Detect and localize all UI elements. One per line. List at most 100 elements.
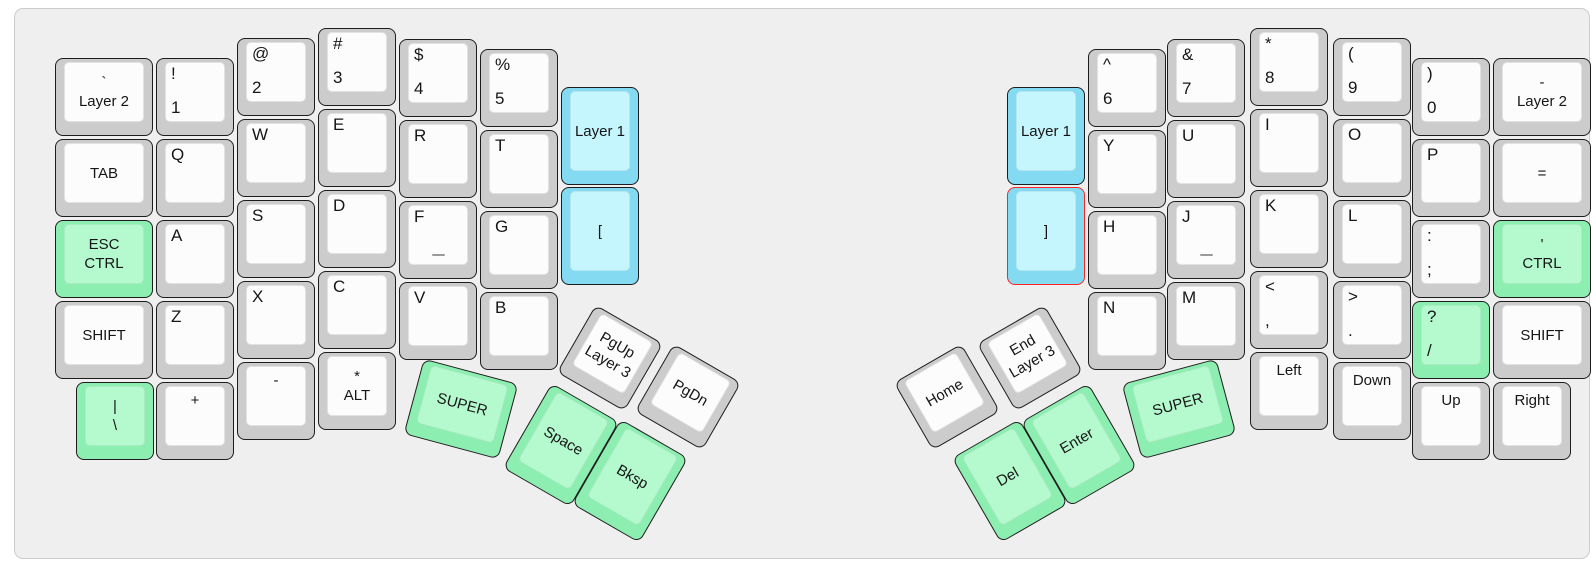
key-o[interactable]: O <box>1333 119 1411 197</box>
key-label: CTRL <box>1522 255 1562 272</box>
keycap-top: Layer 1 <box>1016 91 1076 171</box>
key-equals[interactable]: = <box>1493 139 1591 217</box>
key-shift-right[interactable]: SHIFT <box>1493 301 1591 379</box>
keycap-top: <, <box>1259 275 1319 335</box>
key-labels: N <box>1098 297 1156 355</box>
key-left-arrow[interactable]: Left <box>1250 352 1328 430</box>
key-plus[interactable]: + <box>156 382 234 460</box>
keycap-top: Right <box>1502 386 1562 446</box>
key-label: ' <box>1540 236 1544 253</box>
key-a[interactable]: A <box>156 220 234 298</box>
key-paren-0[interactable]: )0 <box>1412 58 1490 136</box>
key-question-slash[interactable]: ?/ <box>1412 301 1490 379</box>
key-hash-3[interactable]: #3 <box>318 28 396 106</box>
key-i[interactable]: I <box>1250 109 1328 187</box>
key-label: 7 <box>1182 79 1192 98</box>
key-greater-period[interactable]: >. <box>1333 281 1411 359</box>
key-c[interactable]: C <box>318 271 396 349</box>
key-star-8[interactable]: *8 <box>1250 28 1328 106</box>
key-labels: #3 <box>328 33 386 91</box>
key-super-left[interactable]: SUPER <box>403 358 519 460</box>
key-d[interactable]: D <box>318 190 396 268</box>
key-labels: M <box>1177 287 1235 345</box>
key-q[interactable]: Q <box>156 139 234 217</box>
key-minus-layer2[interactable]: -Layer 2 <box>1493 58 1591 136</box>
key-h[interactable]: H <box>1088 211 1166 289</box>
key-at-2[interactable]: @2 <box>237 38 315 116</box>
key-label: 4 <box>414 79 424 98</box>
key-label: Layer 1 <box>574 122 626 140</box>
key-caret-6[interactable]: ^6 <box>1088 49 1166 127</box>
key-layer2-left[interactable]: `Layer 2 <box>55 58 153 136</box>
keycap-top: P <box>1421 143 1481 203</box>
key-z[interactable]: Z <box>156 301 234 379</box>
key-super-right[interactable]: SUPER <box>1121 358 1237 460</box>
key-t[interactable]: T <box>480 130 558 208</box>
key-f[interactable]: F <box>399 201 477 279</box>
key-l[interactable]: L <box>1333 200 1411 278</box>
key-e[interactable]: E <box>318 109 396 187</box>
key-labels: = <box>1503 144 1581 202</box>
key-u[interactable]: U <box>1167 120 1245 198</box>
keycap-top: S <box>246 204 306 264</box>
key-labels: L <box>1343 205 1401 263</box>
key-labels: >. <box>1343 286 1401 344</box>
key-star-alt[interactable]: *ALT <box>318 352 396 430</box>
key-labels: A <box>166 225 224 283</box>
key-x[interactable]: X <box>237 281 315 359</box>
key-labels: H <box>1098 216 1156 274</box>
key-exclam-1[interactable]: !1 <box>156 58 234 136</box>
key-colon-semicolon[interactable]: :; <box>1412 220 1490 298</box>
key-layer1-left[interactable]: Layer 1 <box>561 87 639 185</box>
key-j[interactable]: J <box>1167 201 1245 279</box>
key-label: G <box>495 217 509 236</box>
key-y[interactable]: Y <box>1088 130 1166 208</box>
key-w[interactable]: W <box>237 119 315 197</box>
keycap-top: Layer 1 <box>570 91 630 171</box>
key-percent-5[interactable]: %5 <box>480 49 558 127</box>
key-down-arrow[interactable]: Down <box>1333 362 1411 440</box>
key-layer1-right[interactable]: Layer 1 <box>1007 87 1085 185</box>
key-s[interactable]: S <box>237 200 315 278</box>
key-labels: SUPER <box>1133 366 1223 442</box>
key-label: W <box>252 125 269 144</box>
key-less-comma[interactable]: <, <box>1250 271 1328 349</box>
key-labels: Layer 1 <box>1017 92 1075 170</box>
key-home[interactable]: Home <box>893 343 1001 451</box>
key-r[interactable]: R <box>399 120 477 198</box>
key-labels: Up <box>1422 387 1480 445</box>
key-label: S <box>252 206 264 225</box>
key-amp-7[interactable]: &7 <box>1167 39 1245 117</box>
key-b[interactable]: B <box>480 292 558 370</box>
key-label: H <box>1103 217 1116 236</box>
key-right-arrow[interactable]: Right <box>1493 382 1571 460</box>
key-v[interactable]: V <box>399 282 477 360</box>
keycap-top: ?/ <box>1421 305 1481 365</box>
key-paren-9[interactable]: (9 <box>1333 38 1411 116</box>
key-g[interactable]: G <box>480 211 558 289</box>
key-n[interactable]: N <box>1088 292 1166 370</box>
key-label: 1 <box>171 98 181 117</box>
key-up-arrow[interactable]: Up <box>1412 382 1490 460</box>
key-minus-left[interactable]: - <box>237 362 315 440</box>
key-k[interactable]: K <box>1250 190 1328 268</box>
key-labels: W <box>247 124 305 182</box>
key-m[interactable]: M <box>1167 282 1245 360</box>
key-rbracket[interactable]: ] <box>1007 187 1085 285</box>
key-dollar-4[interactable]: $4 <box>399 39 477 117</box>
key-labels: ' CTRL <box>1503 225 1581 283</box>
keycap-top: E <box>327 113 387 173</box>
key-label: 2 <box>252 78 262 97</box>
key-labels: B <box>490 297 548 355</box>
key-lbracket[interactable]: [ <box>561 187 639 285</box>
key-shift-left[interactable]: SHIFT <box>55 301 153 379</box>
key-quote-ctrl[interactable]: ' CTRL <box>1493 220 1591 298</box>
key-labels: ^6 <box>1098 54 1156 112</box>
key-p[interactable]: P <box>1412 139 1490 217</box>
key-pipe-backslash[interactable]: |\ <box>76 382 154 460</box>
key-tab[interactable]: TAB <box>55 139 153 217</box>
key-label: [ <box>597 222 603 240</box>
